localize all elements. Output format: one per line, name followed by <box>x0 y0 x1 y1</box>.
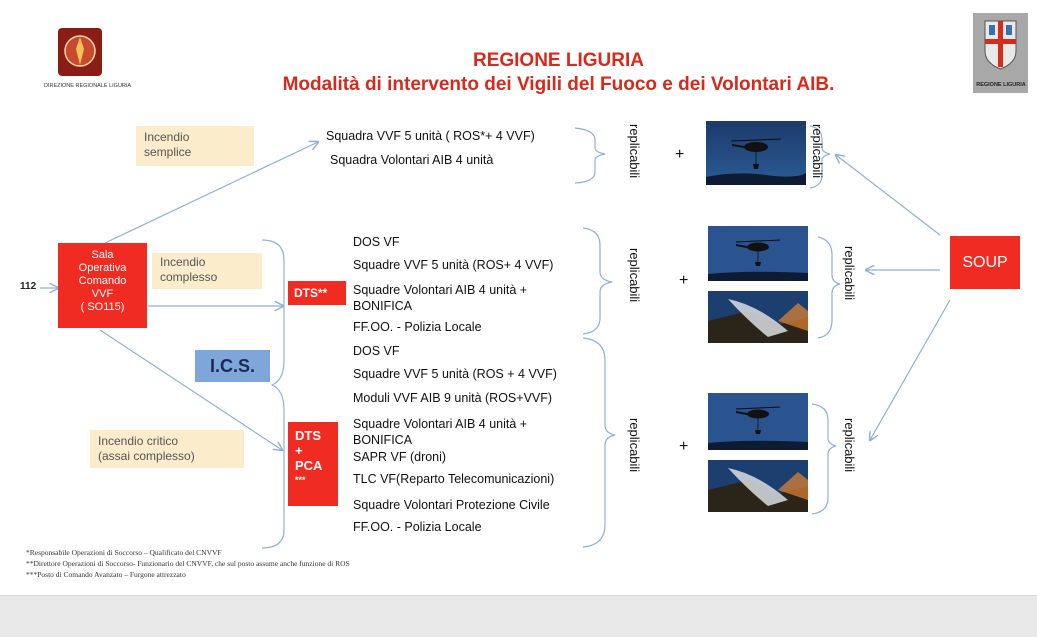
critical-item: Squadre Volontari Protezione Civile <box>353 498 550 512</box>
region-logo-caption: REGIONE LIGURIA <box>976 82 1026 88</box>
badge-line: *** <box>295 475 306 485</box>
replicabili-complex-left: replicabili <box>627 248 642 303</box>
complex-item: BONIFICA <box>353 299 413 313</box>
diagram-connectors <box>40 125 951 549</box>
replicabili-simple-right: replicabili <box>810 124 825 179</box>
sala-operativa-box: Sala Operativa Comando VVF ( SO115) <box>58 243 147 328</box>
water-drop-photo <box>708 291 808 343</box>
critical-item: Squadre Volontari AIB 4 unità + <box>353 417 528 431</box>
badge-line: PCA <box>295 458 323 473</box>
brace-right-simple <box>809 125 831 189</box>
water-drop-icon <box>708 291 808 343</box>
viewer-footer-bar <box>0 595 1037 637</box>
label-line: (assai complesso) <box>98 449 195 463</box>
complex-item: Squadre Volontari AIB 4 unità + <box>353 283 528 297</box>
complex-item: FF.OO. - Polizia Locale <box>353 320 482 334</box>
page-subtitle: Modalità di intervento dei Vigili del Fu… <box>282 74 835 95</box>
critical-item: TLC VF(Reparto Telecomunicazioni) <box>353 472 555 486</box>
helicopter-photo <box>706 121 806 185</box>
sala-line-3: Comando <box>78 275 127 287</box>
badge-line: + <box>295 443 303 458</box>
brace-complex <box>582 227 613 335</box>
label-incendio-semplice: Incendio semplice <box>136 126 254 166</box>
label-line: Incendio critico <box>98 434 179 448</box>
left-brace <box>261 239 285 549</box>
plus-critical: + <box>679 438 689 455</box>
arrow-soup-simple <box>836 155 941 236</box>
critical-item: FF.OO. - Polizia Locale <box>353 520 482 534</box>
arrow-critical <box>99 329 282 450</box>
plus-complex: + <box>679 272 689 289</box>
brace-critical <box>582 337 616 548</box>
replicabili-simple-left: replicabili <box>627 124 642 179</box>
soup-box: SOUP <box>950 236 1020 289</box>
brace-simple <box>574 127 606 184</box>
critical-item: DOS VF <box>353 344 400 358</box>
sala-line-4: VVF <box>91 288 114 300</box>
complex-item: Squadre VVF 5 unità (ROS+ 4 VVF) <box>353 258 554 272</box>
footnote: *Responsabile Operazioni di Soccorso – Q… <box>26 548 222 557</box>
plus-simple: + <box>675 146 685 163</box>
sala-line-5: ( SO115) <box>80 301 125 313</box>
footnote: **Direttore Operazioni di Soccorso- Funz… <box>26 559 350 568</box>
helicopter-photo <box>708 393 808 450</box>
helicopter-icon <box>708 226 808 281</box>
label-line: Incendio <box>144 130 190 144</box>
simple-item: Squadra VVF 5 unità ( ROS*+ 4 VVF) <box>326 129 535 143</box>
slide: DIREZIONE REGIONALE LIGURIA REGIONE LIGU… <box>0 0 1037 595</box>
brace-right-critical <box>811 403 837 515</box>
region-logo <box>973 13 1028 93</box>
label-incendio-critico: Incendio critico (assai complesso) <box>90 430 244 468</box>
critical-item: Squadre VVF 5 unità (ROS + 4 VVF) <box>353 367 557 381</box>
vvf-emblem-icon <box>58 28 102 76</box>
page-title: REGIONE LIGURIA <box>472 50 644 71</box>
replicabili-complex-right: replicabili <box>842 246 857 301</box>
ics-box: I.C.S. <box>195 350 270 382</box>
critical-item: SAPR VF (droni) <box>353 450 447 464</box>
vvf-logo <box>57 27 103 77</box>
complex-item: DOS VF <box>353 235 400 249</box>
helicopter-icon <box>708 393 808 450</box>
logo-caption: DIREZIONE REGIONALE LIGURIA <box>44 83 132 89</box>
label-line: semplice <box>144 145 192 159</box>
call-number: 112 <box>20 281 37 292</box>
label-line: Incendio <box>160 255 206 269</box>
brace-right-complex <box>817 236 841 339</box>
badge-line: DTS <box>295 428 321 443</box>
sala-line-2: Operativa <box>78 262 127 274</box>
arrow-soup-critical <box>870 299 951 440</box>
water-drop-icon <box>708 460 808 512</box>
replicabili-critical-right: replicabili <box>842 418 857 473</box>
sala-line-1: Sala <box>91 249 114 261</box>
region-shield-icon <box>984 20 1017 70</box>
label-incendio-complesso: Incendio complesso <box>152 253 262 289</box>
replicabili-critical-left: replicabili <box>627 418 642 473</box>
water-drop-photo <box>708 460 808 512</box>
critical-item: BONIFICA <box>353 433 413 447</box>
critical-item: Moduli VVF AIB 9 unità (ROS+VVF) <box>353 391 553 405</box>
arrow-simple <box>104 142 318 244</box>
simple-item: Squadra Volontari AIB 4 unità <box>330 153 494 167</box>
footnote: ***Posto di Comando Avanzato – Furgone a… <box>26 570 186 579</box>
label-line: complesso <box>160 270 218 284</box>
helicopter-photo <box>708 226 808 281</box>
dts-badge: DTS** <box>288 281 346 305</box>
helicopter-icon <box>706 121 806 185</box>
dts-pca-badge: DTS + PCA *** <box>288 422 338 506</box>
